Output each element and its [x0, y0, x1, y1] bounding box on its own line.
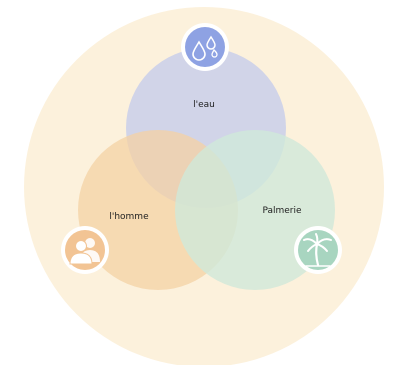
water-drops-icon [181, 23, 229, 71]
label-human: l'homme [109, 212, 149, 222]
label-water: l'eau [193, 100, 215, 110]
label-palm: Palmerie [262, 206, 302, 216]
people-icon [61, 226, 109, 274]
palm-tree-icon [294, 226, 342, 274]
